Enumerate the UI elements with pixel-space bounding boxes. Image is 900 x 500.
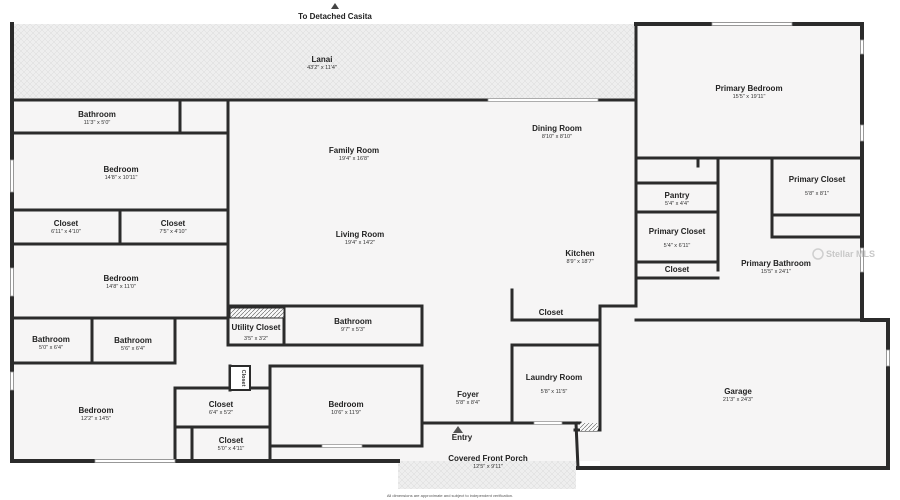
bedroom-2-dims: 14'8" x 11'0" (106, 284, 136, 290)
primary-bedroom-name: Primary Bedroom (715, 84, 782, 93)
garage-step-hatch (580, 423, 598, 431)
primary-closet-2-dims: 5'4" x 6'11" (664, 243, 691, 249)
lanai-floor (14, 24, 636, 101)
bedroom-1-dims: 14'8" x 10'11" (105, 175, 138, 181)
family-room-name: Family Room (329, 146, 379, 155)
primary-closet-2-name: Primary Closet (649, 227, 706, 236)
primary-bathroom-dims: 15'5" x 24'1" (761, 269, 791, 275)
bathroom-b-name: Bathroom (114, 336, 152, 345)
dining-room-name: Dining Room (532, 124, 582, 133)
laundry-room-name: Laundry Room (526, 373, 582, 382)
bedroom-4-dims: 10'6" x 11'9" (331, 410, 361, 416)
primary-bedroom-dims: 15'5" x 19'11" (733, 94, 766, 100)
pantry-name: Pantry (665, 191, 690, 200)
bedroom-3-name: Bedroom (78, 406, 113, 415)
closet-vertical-name: Closet (240, 370, 246, 387)
lanai-name: Lanai (312, 55, 333, 64)
garage-name: Garage (724, 387, 752, 396)
laundry-room-dims: 5'8" x 11'5" (541, 389, 568, 395)
top-label: To Detached Casita (298, 12, 372, 21)
bathroom-a-dims: 5'0" x 6'4" (39, 345, 63, 351)
bedroom-3-dims: 12'2" x 14'5" (81, 416, 111, 422)
utility-closet-hatch (229, 307, 285, 319)
entry-name: Entry (452, 433, 473, 442)
bathroom-a-name: Bathroom (32, 335, 70, 344)
utility-closet-dims: 3'5" x 3'2" (244, 336, 268, 342)
interior-floor (14, 24, 888, 468)
primary-closet-1-name: Primary Closet (789, 175, 846, 184)
bedroom-4-name: Bedroom (328, 400, 363, 409)
watermark-logo-icon (812, 248, 824, 260)
living-room-name: Living Room (336, 230, 384, 239)
living-room-dims: 19'4" x 14'2" (345, 240, 375, 246)
up-arrow-icon (331, 3, 339, 9)
porch-dims: 12'5" x 9'11" (473, 464, 503, 470)
bathroom-top-dims: 11'3" x 5'0" (84, 120, 111, 126)
primary-closet-1-dims: 5'8" x 8'1" (805, 191, 829, 197)
closet-1-name: Closet (54, 219, 79, 228)
family-room-dims: 19'4" x 16'8" (339, 156, 369, 162)
room-labels: Lanai 43'2" x 11'4" Primary Bedroom 15'5… (32, 55, 845, 470)
pantry-dims: 5'4" x 4'4" (665, 201, 689, 207)
foyer-dims: 5'8" x 8'4" (456, 400, 480, 406)
footnote: All dimensions are approximate and subje… (387, 493, 513, 498)
closet-kitchen-name: Closet (539, 308, 564, 317)
closet-3-dims: 6'4" x 5'2" (209, 410, 233, 416)
closet-2-name: Closet (161, 219, 186, 228)
bathroom-top-name: Bathroom (78, 110, 116, 119)
closet-box (229, 365, 251, 391)
primary-bathroom-name: Primary Bathroom (741, 259, 811, 268)
closet-2-dims: 7'5" x 4'10" (159, 229, 186, 235)
kitchen-name: Kitchen (565, 249, 594, 258)
watermark: Stellar MLS (826, 249, 875, 259)
bathroom-b-dims: 5'6" x 6'4" (121, 346, 145, 352)
bathroom-mid-name: Bathroom (334, 317, 372, 326)
closet-3-name: Closet (209, 400, 234, 409)
dining-room-dims: 8'10" x 8'10" (542, 134, 572, 140)
closet-small-name: Closet (665, 265, 690, 274)
foyer-name: Foyer (457, 390, 479, 399)
porch-name: Covered Front Porch (448, 454, 528, 463)
windows (10, 22, 890, 463)
garage-dims: 21'3" x 24'3" (723, 397, 753, 403)
bathroom-mid-dims: 9'7" x 5'3" (341, 327, 365, 333)
closet-4-dims: 5'0" x 4'11" (218, 446, 245, 452)
utility-closet-name: Utility Closet (232, 323, 281, 332)
bedroom-1-name: Bedroom (103, 165, 138, 174)
kitchen-dims: 8'9" x 18'7" (566, 259, 593, 265)
entry-arrow-icon (453, 426, 463, 433)
lanai-dims: 43'2" x 11'4" (307, 65, 337, 71)
closet-4-name: Closet (219, 436, 244, 445)
closet-1-dims: 6'11" x 4'10" (51, 229, 81, 235)
bedroom-2-name: Bedroom (103, 274, 138, 283)
